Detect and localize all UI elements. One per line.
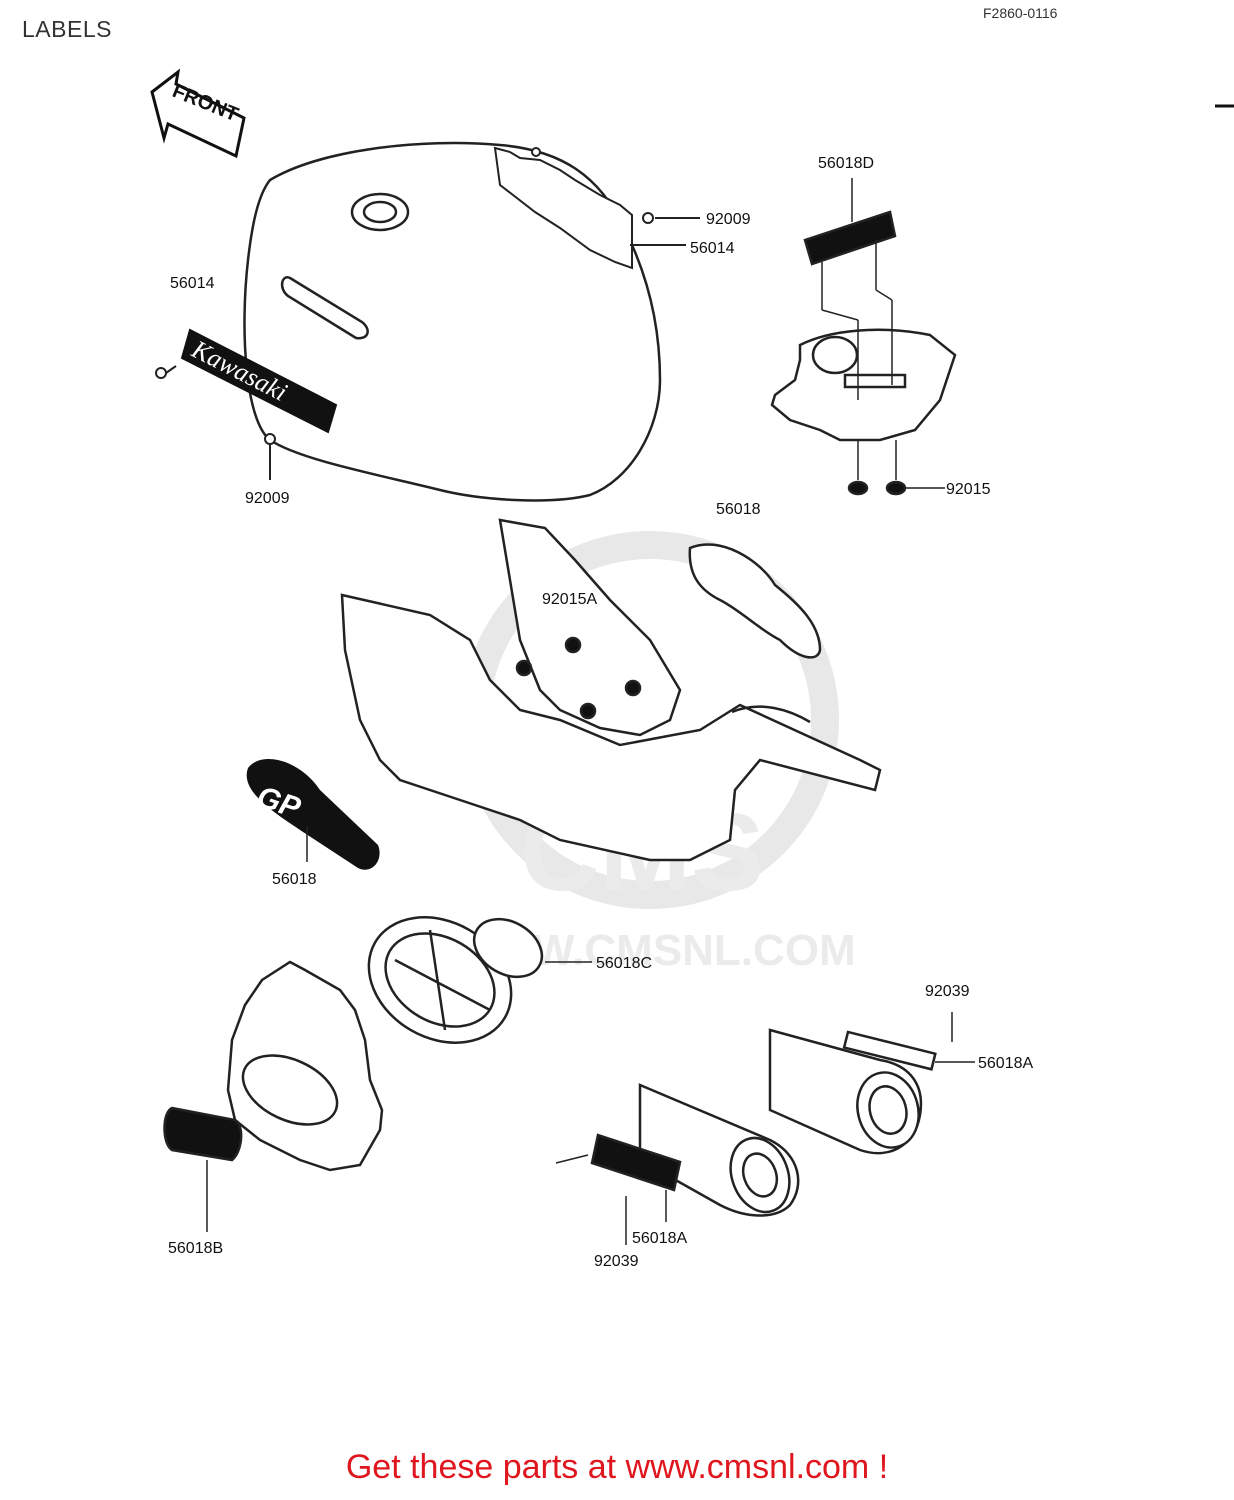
screw-icon [155, 365, 276, 480]
gp-emblem: GP [246, 759, 380, 870]
footer-link[interactable]: Get these parts at www.cmsnl.com ! [345, 1448, 889, 1486]
fuel-tank [243, 141, 662, 502]
part-label: 56018 [716, 501, 761, 518]
footer-cta[interactable]: Get these parts at www.cmsnl.com ! [0, 1448, 1234, 1487]
part-label: 92039 [594, 1253, 639, 1270]
part-label: 56018A [978, 1055, 1033, 1072]
part-label: 92039 [925, 983, 970, 1000]
tank-plate [493, 146, 700, 270]
part-label: 56014 [170, 275, 215, 292]
part-label: 56018 [272, 871, 317, 888]
part-label: 56014 [690, 240, 735, 257]
part-label: 56018D [818, 155, 874, 172]
figure-id: F2860-0116 [983, 5, 1058, 21]
part-label: 92015A [542, 591, 597, 608]
part-label: 92009 [706, 211, 751, 228]
engine-side-cover [163, 960, 384, 1232]
part-label: 92015 [946, 481, 991, 498]
side-cover-assembly [340, 518, 882, 862]
instrument-cover [770, 178, 957, 496]
part-labels: 56014 92009 56014 92009 56018D 92015 560… [168, 155, 1033, 1270]
front-arrow-icon: FRONT [150, 68, 246, 159]
part-label: 56018A [632, 1230, 687, 1247]
part-label: 56018B [168, 1240, 223, 1257]
muffler-upper [768, 1012, 975, 1155]
engine-cover-ring [367, 916, 592, 1044]
page-title: LABELS [22, 16, 112, 42]
muffler-lower [555, 1083, 800, 1245]
part-label: 92009 [245, 490, 290, 507]
part-label: 56018C [596, 955, 652, 972]
